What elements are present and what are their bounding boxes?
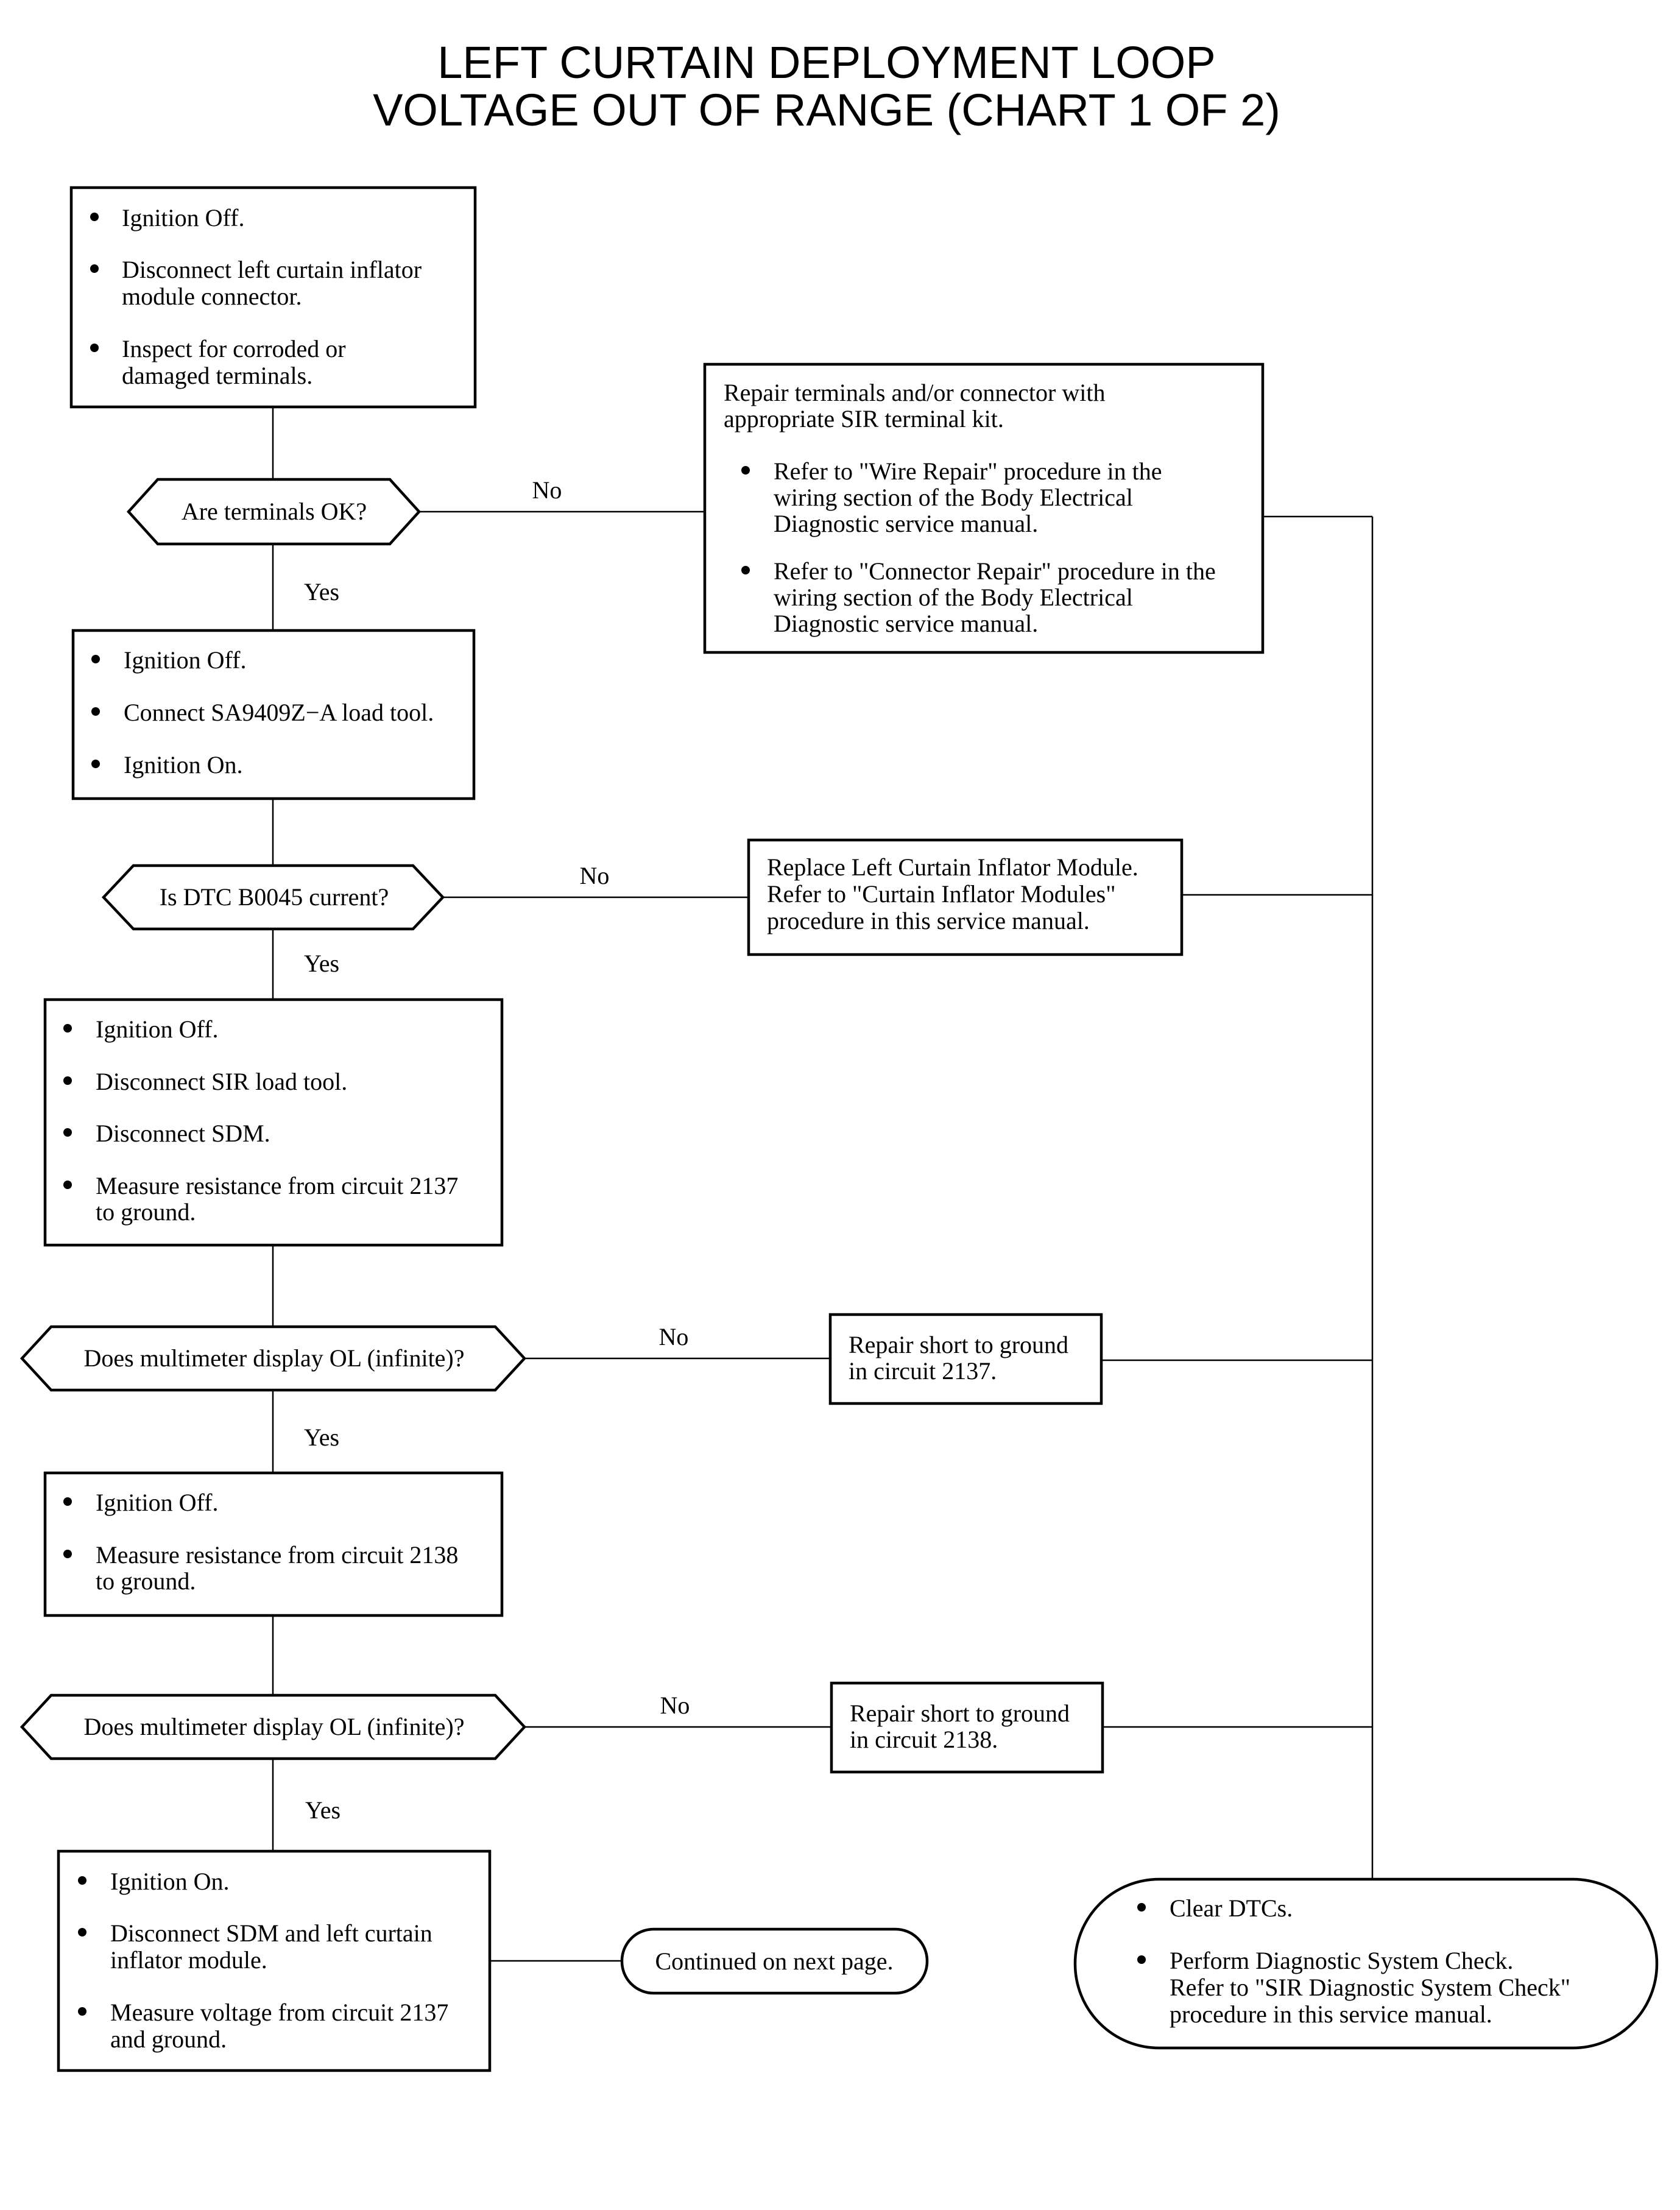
decision-2-yes-label: Yes [304, 950, 339, 977]
repair-4-box: Repair short to ground in circuit 2138. [830, 1681, 1104, 1774]
step-3-line-4: Measure resistance from circuit 2137 [96, 1172, 458, 1199]
step-1-line-5: damaged terminals. [122, 362, 312, 389]
final-bullet-2-line-1: Perform Diagnostic System Check. [1170, 1947, 1513, 1974]
decision-4-question: Does multimeter display OL (infinite)? [83, 1713, 464, 1740]
repair-1-intro-1: Repair terminals and/or connector with [724, 379, 1105, 406]
decision-3-no-label: No [659, 1323, 689, 1350]
step-2-line-2: Connect SA9409Z−A load tool. [124, 699, 434, 726]
decision-2-question: Is DTC B0045 current? [160, 883, 389, 911]
repair-2-box: Replace Left Curtain Inflator Module. Re… [747, 838, 1184, 956]
decision-3: Does multimeter display OL (infinite)? N… [19, 1323, 689, 1451]
decision-2: Is DTC B0045 current? No Yes [101, 862, 610, 977]
decision-4: Does multimeter display OL (infinite)? N… [19, 1692, 690, 1824]
step-1-line-4: Inspect for corroded or [122, 335, 346, 362]
step-3-line-5: to ground. [96, 1198, 196, 1226]
step-4-line-1: Ignition Off. [96, 1489, 218, 1516]
decision-2-no-label: No [580, 862, 610, 889]
step-3-line-3: Disconnect SDM. [96, 1120, 270, 1147]
repair-4-line-2: in circuit 2138. [850, 1726, 998, 1753]
repair-1-bullet-1-line-2: wiring section of the Body Electrical [774, 484, 1133, 511]
final-terminator: Clear DTCs. Perform Diagnostic System Ch… [1073, 1877, 1659, 2050]
repair-1-bullet-2-line-2: wiring section of the Body Electrical [774, 584, 1133, 611]
repair-1-bullet-2-line-3: Diagnostic service manual. [774, 610, 1038, 637]
title-line-2: VOLTAGE OUT OF RANGE (CHART 1 OF 2) [373, 85, 1280, 135]
step-3-line-1: Ignition Off. [96, 1015, 218, 1043]
step-4-line-3: to ground. [96, 1567, 196, 1595]
title-line-1: LEFT CURTAIN DEPLOYMENT LOOP [437, 37, 1215, 88]
decision-1: Are terminals OK? No Yes [126, 476, 562, 605]
repair-1-bullet-2-line-1: Refer to "Connector Repair" procedure in… [774, 557, 1216, 585]
step-2-line-1: Ignition Off. [124, 646, 246, 674]
repair-1-bullet-1-line-1: Refer to "Wire Repair" procedure in the [774, 457, 1162, 485]
decision-3-yes-label: Yes [304, 1424, 339, 1451]
continued-terminator: Continued on next page. [620, 1927, 929, 1995]
repair-2-line-2: Refer to "Curtain Inflator Modules" [767, 880, 1116, 908]
connectors [272, 407, 1374, 1962]
decision-3-question: Does multimeter display OL (infinite)? [83, 1344, 464, 1372]
decision-4-no-label: No [660, 1692, 690, 1719]
step-5-line-4: Measure voltage from circuit 2137 [110, 1999, 448, 2026]
repair-1-box: Repair terminals and/or connector with a… [703, 362, 1265, 654]
step-3-box: Ignition Off. Disconnect SIR load tool. … [43, 998, 504, 1247]
final-bullet-1: Clear DTCs. [1170, 1894, 1293, 1922]
step-2-line-3: Ignition On. [124, 751, 243, 778]
final-bullet-2-line-3: procedure in this service manual. [1170, 2000, 1492, 2028]
final-bullet-2-line-2: Refer to "SIR Diagnostic System Check" [1170, 1974, 1570, 2001]
step-5-line-3: inflator module. [110, 1946, 267, 1974]
step-1-line-3: module connector. [122, 283, 302, 310]
step-1-line-2: Disconnect left curtain inflator [122, 256, 422, 283]
decision-1-question: Are terminals OK? [182, 498, 367, 525]
repair-3-line-1: Repair short to ground [849, 1331, 1068, 1358]
repair-3-line-2: in circuit 2137. [849, 1357, 997, 1385]
continued-label: Continued on next page. [655, 1947, 893, 1975]
step-5-line-2: Disconnect SDM and left curtain [110, 1919, 432, 1947]
step-3-line-2: Disconnect SIR load tool. [96, 1068, 347, 1095]
step-1-line-1: Ignition Off. [122, 204, 244, 231]
repair-2-line-3: procedure in this service manual. [767, 907, 1090, 934]
repair-1-intro-2: appropriate SIR terminal kit. [724, 405, 1004, 432]
step-4-box: Ignition Off. Measure resistance from ci… [43, 1471, 504, 1617]
repair-2-line-1: Replace Left Curtain Inflator Module. [767, 853, 1138, 881]
decision-1-no-label: No [532, 476, 562, 504]
step-5-line-1: Ignition On. [110, 1868, 230, 1895]
repair-1-bullet-1-line-3: Diagnostic service manual. [774, 510, 1038, 537]
decision-4-yes-label: Yes [305, 1796, 341, 1824]
step-1-box: Ignition Off. Disconnect left curtain in… [69, 186, 477, 409]
step-2-box: Ignition Off. Connect SA9409Z−A load too… [71, 629, 476, 800]
repair-4-line-1: Repair short to ground [850, 1700, 1070, 1727]
decision-1-yes-label: Yes [304, 578, 339, 605]
step-5-box: Ignition On. Disconnect SDM and left cur… [57, 1849, 492, 2072]
repair-3-box: Repair short to ground in circuit 2137. [828, 1313, 1103, 1405]
step-5-line-5: and ground. [110, 2025, 227, 2053]
step-4-line-2: Measure resistance from circuit 2138 [96, 1541, 458, 1569]
